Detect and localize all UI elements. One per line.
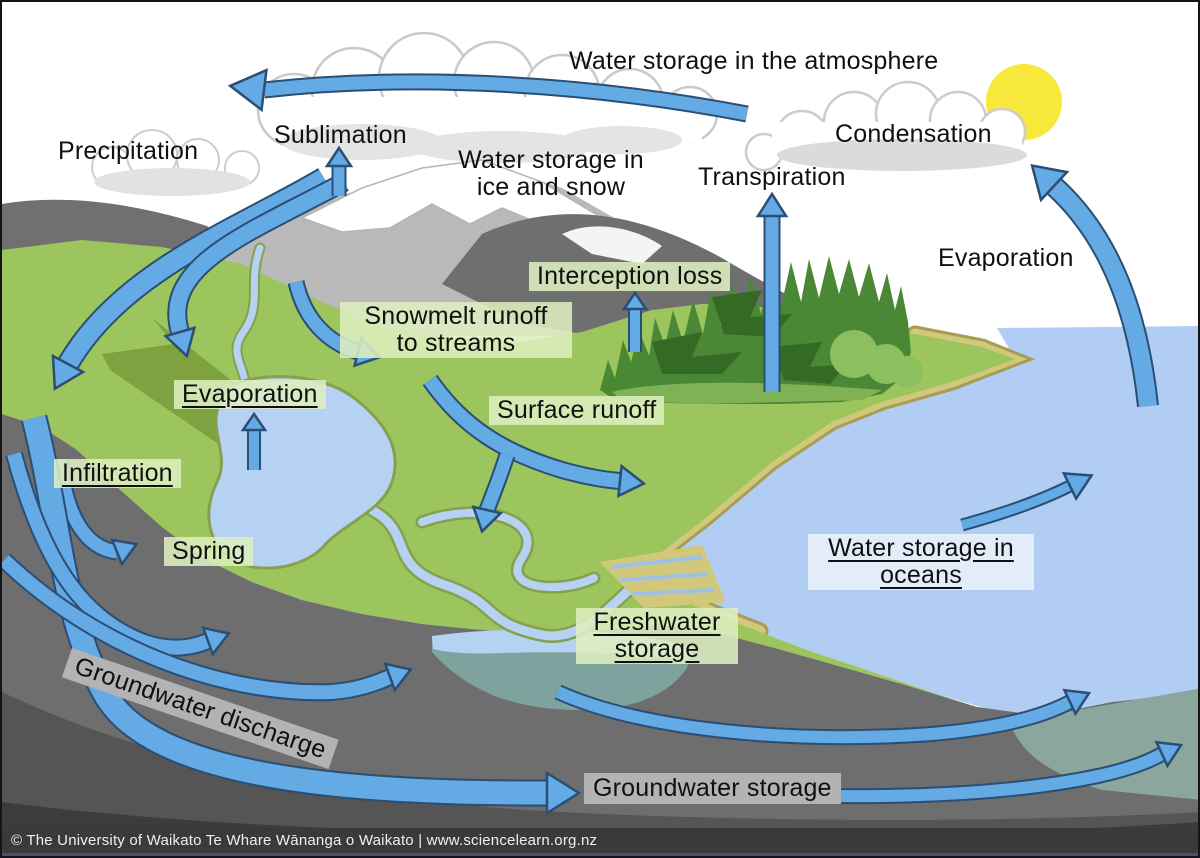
arrow-groundwater-discharge-sea — [554, 684, 1092, 746]
ocean — [640, 326, 1198, 716]
label-line: Water storage in — [828, 534, 1014, 562]
label-line: Water storage in — [458, 146, 644, 174]
label-groundwater-storage: Groundwater storage — [584, 773, 841, 804]
credit-bar: © The University of Waikato Te Whare Wān… — [2, 828, 1198, 856]
label-line: to streams — [396, 329, 516, 357]
label-transpiration: Transpiration — [698, 163, 846, 191]
label-line: Snowmelt runoff — [364, 302, 548, 330]
label-interception-loss: Interception loss — [529, 262, 731, 291]
label-line: Freshwater — [593, 608, 721, 636]
label-infiltration: Infiltration — [54, 459, 181, 488]
label-freshwater-storage: Freshwater storage — [576, 608, 738, 664]
arrow-evaporation-ocean — [1030, 163, 1159, 408]
label-precipitation: Precipitation — [58, 137, 199, 165]
arrow-groundwater-to-lake — [2, 553, 413, 702]
label-water-storage-ice-snow: Water storage in ice and snow — [437, 147, 665, 201]
cloud-left — [91, 129, 260, 196]
arrow-precipitation-left — [51, 168, 330, 391]
estuary-delta — [600, 545, 726, 608]
arrow-surface-runoff-branch — [471, 452, 516, 534]
label-snowmelt-runoff: Snowmelt runoff to streams — [340, 302, 572, 358]
arrow-atmosphere-transport — [227, 68, 749, 123]
arrow-ocean-current — [960, 472, 1094, 532]
arrow-infiltration-groundwater — [20, 414, 582, 816]
label-evaporation-lake: Evaporation — [174, 380, 326, 409]
arrow-sublimation — [324, 145, 354, 196]
label-water-storage-oceans: Water storage in oceans — [808, 534, 1034, 590]
arrow-groundwater-storage-sea — [833, 740, 1184, 805]
underground-dark-band — [2, 692, 1198, 856]
label-water-storage-atmosphere: Water storage in the atmosphere — [569, 47, 939, 75]
label-evaporation-ocean: Evaporation — [938, 244, 1074, 272]
arrow-interception-loss — [621, 290, 649, 352]
arrow-groundwater-branch-upper — [5, 451, 231, 657]
cloud-condensation — [744, 80, 1027, 172]
arrow-surface-runoff-main — [422, 374, 647, 499]
label-line: oceans — [880, 561, 962, 589]
label-line: ice and snow — [476, 173, 626, 201]
arrow-evaporation-lake — [240, 411, 268, 470]
credit-text: © The University of Waikato Te Whare Wān… — [11, 832, 598, 849]
label-spring: Spring — [164, 537, 254, 566]
label-surface-runoff: Surface runoff — [489, 396, 665, 425]
label-line: storage — [614, 635, 700, 663]
arrow-precipitation-right — [163, 173, 349, 359]
arrow-transpiration — [755, 191, 789, 392]
label-condensation: Condensation — [835, 120, 992, 148]
label-sublimation: Sublimation — [274, 121, 407, 149]
